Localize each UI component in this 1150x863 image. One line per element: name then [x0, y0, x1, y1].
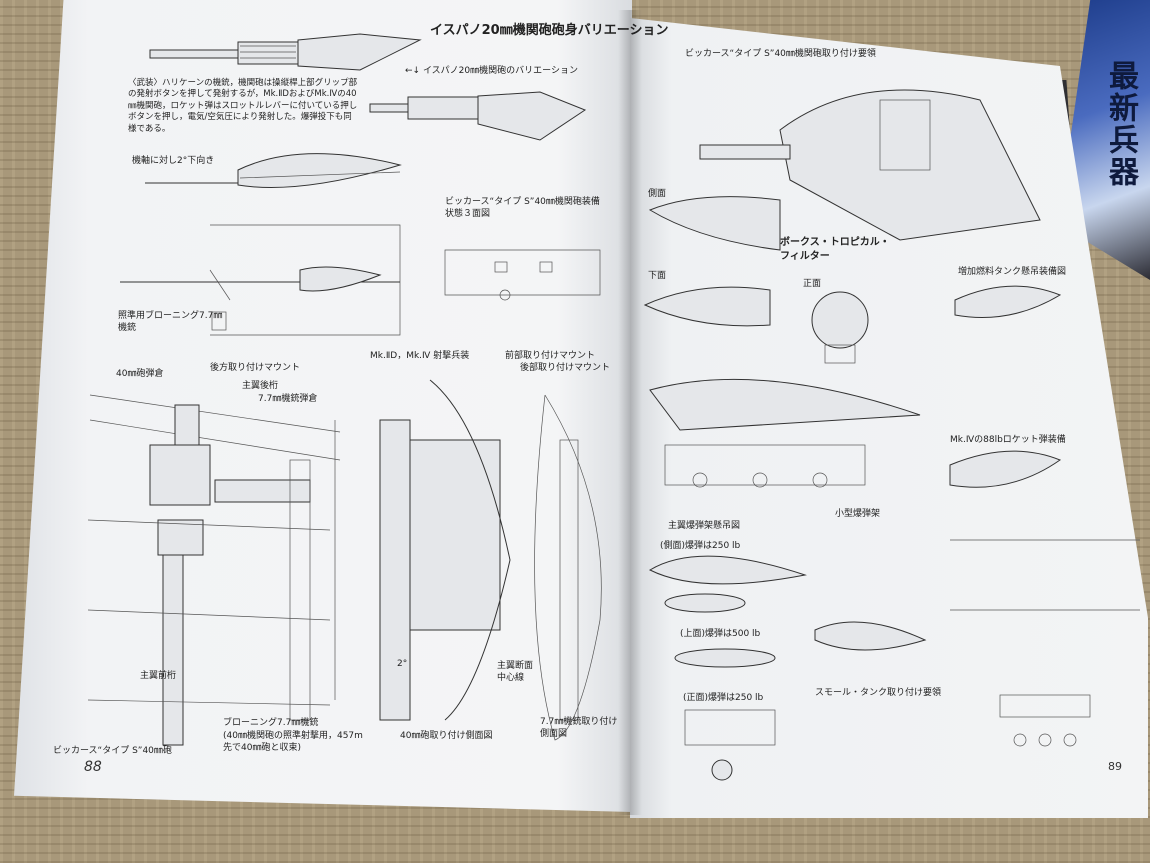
label-small-rack: 小型爆弾架	[835, 509, 881, 519]
right-page-number: 89	[1108, 760, 1122, 773]
label-mk2d: Mk.ⅡD，Mk.Ⅳ 射撃兵装	[370, 351, 470, 361]
label-filter: ボークス・トロピカル・フィルター	[780, 237, 890, 262]
right-header: ビッカース“タイプ S”40㎜機関砲取り付け要領	[685, 49, 876, 59]
label-vickers-3view: ビッカース“タイプ S”40㎜機関砲装備状態３面図	[445, 197, 600, 220]
label-ammo-40: 40㎜砲弾倉	[116, 369, 164, 379]
label-front: 正面	[803, 279, 822, 289]
label-77-side: 7.7㎜機銃取り付け側面図	[540, 717, 618, 740]
label-wing-center: 主翼断面中心線	[497, 661, 534, 684]
label-40-side: 40㎜砲取り付け側面図	[400, 731, 493, 741]
label-angle: 機軸に対し2°下向き	[132, 156, 215, 166]
label-main-rear-spar: 主翼後桁	[242, 381, 279, 391]
gun-pod-side-view	[145, 153, 402, 188]
label-rear-mount-2: 後部取り付けマウント	[520, 363, 611, 373]
left-subtitle: ←↓ イスパノ20㎜機関砲のバリエーション	[405, 66, 578, 76]
label-77-ammo: 7.7㎜機銃弾倉	[258, 394, 318, 404]
label-bottom: 下面	[648, 271, 667, 281]
label-small-tank: スモール・タンク取り付け要領	[815, 688, 942, 698]
label-2deg: 2°	[397, 659, 408, 669]
label-front-mount: 前部取り付けマウント	[505, 351, 596, 361]
label-bomb-front: (正面)爆弾は250 lb	[683, 693, 764, 703]
drop-tank-view	[954, 285, 1062, 318]
nose-bottom-view	[643, 286, 771, 327]
gun-installation-front-view	[87, 394, 341, 746]
magazine-spine-text: 最新兵器	[1103, 60, 1138, 188]
nose-front-view	[811, 291, 869, 364]
left-title: イスパノ20㎜機関砲砲身バリエーション	[430, 23, 669, 38]
left-page-number: 88	[84, 759, 102, 775]
hispano-barrel-lower	[369, 91, 587, 141]
right-structure-view	[950, 539, 1140, 747]
label-browning-note: (40㎜機関砲の照準射撃用，457m先で40㎜砲と収束)	[223, 731, 363, 754]
label-bomb-top: (上面)爆弾は500 lb	[680, 629, 761, 639]
wing-three-view	[120, 224, 601, 336]
bomb-views	[648, 555, 807, 781]
nose-side-view	[648, 196, 781, 251]
label-browning: ブローニング7.7㎜機銃	[223, 718, 319, 728]
label-side: 側面	[648, 189, 667, 199]
label-tank: 増加燃料タンク懸吊装備図	[958, 267, 1067, 277]
gun-installation-side-view	[379, 379, 602, 741]
aircraft-nose-gun-view	[699, 89, 1041, 241]
label-mk4-rocket: Mk.Ⅳの88lbロケット弾装備	[950, 435, 1066, 445]
rocket-pod-view	[949, 450, 1062, 488]
left-body-text: 〈武装〉ハリケーンの機銃，機関砲は操縦桿上部グリップ部の発射ボタンを押して発射す…	[128, 78, 358, 134]
book-gutter	[618, 10, 642, 815]
rocket-rack-view	[649, 378, 921, 488]
label-aim-mg: 照準用ブローニング7.7㎜機銃	[118, 311, 223, 334]
small-tank-view	[814, 621, 927, 651]
label-bomb-side: (側面)爆弾は250 lb	[660, 541, 741, 551]
hispano-barrel-top	[149, 33, 422, 71]
label-bomb-rack: 主翼爆弾架懸吊図	[668, 521, 741, 531]
label-main-front-spar: 主翼前桁	[140, 671, 177, 681]
label-rear-mount: 後方取り付けマウント	[210, 363, 301, 373]
label-vickers: ビッカース“タイプ S”40㎜砲	[53, 746, 172, 756]
